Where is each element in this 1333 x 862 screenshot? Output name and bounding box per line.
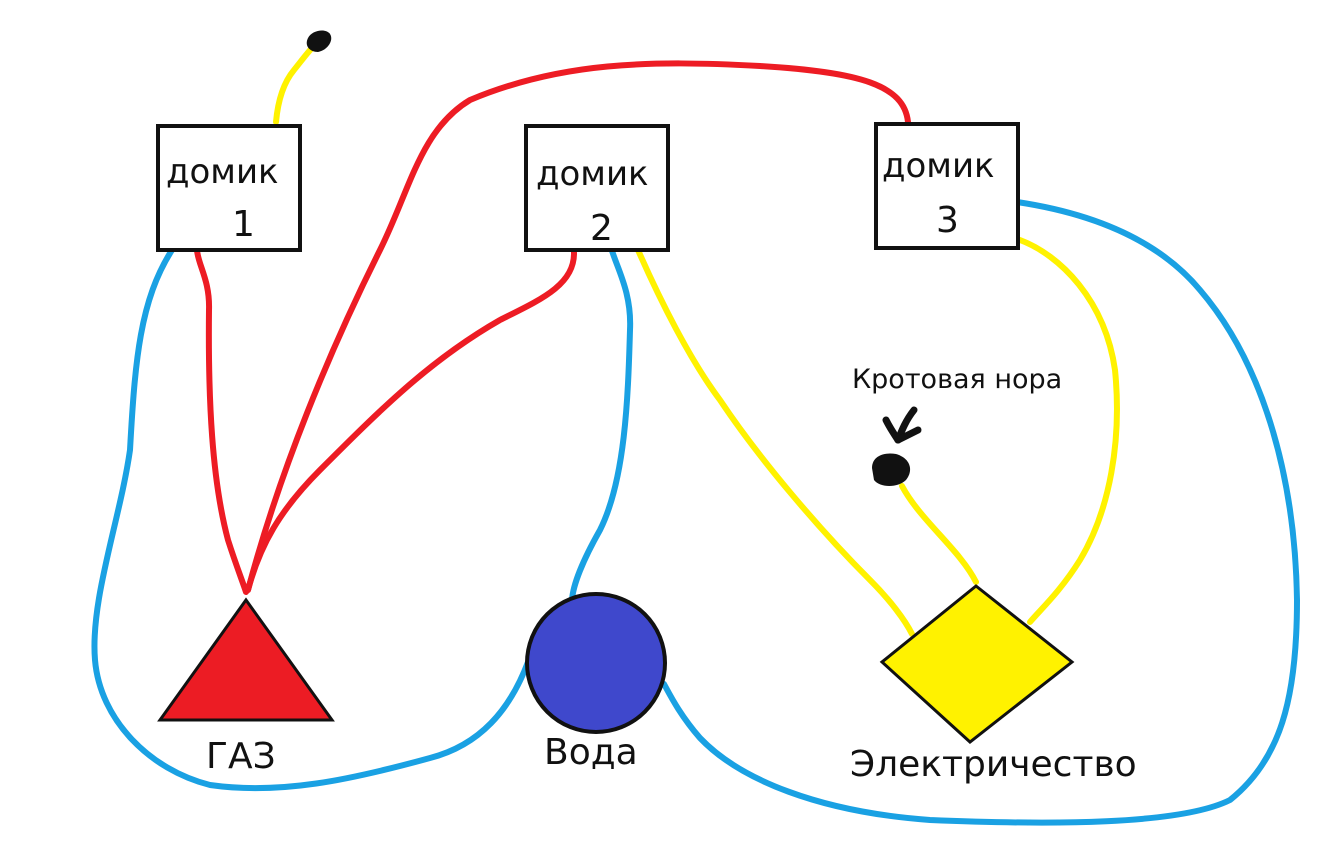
electricity-wire-house1-top — [273, 45, 315, 125]
gas-triangle — [157, 597, 335, 722]
electricity-wire-house3 — [1017, 237, 1120, 625]
gas-label: ГАЗ — [206, 736, 276, 777]
house-2-number: 2 — [590, 208, 613, 249]
house-2-word: домик — [536, 154, 649, 194]
electricity-wire-house2 — [635, 247, 915, 637]
wormhole-label: Кротовая нора — [852, 364, 1063, 395]
wormhole-blob — [872, 453, 911, 486]
house-1-word: домик — [166, 152, 279, 192]
house-2: домик 2 — [524, 124, 670, 252]
wormhole-top-blob — [306, 30, 332, 52]
electricity-label: Электричество — [850, 744, 1137, 785]
arrow-icon — [882, 406, 922, 444]
water-wire-house2 — [569, 241, 634, 603]
house-1-number: 1 — [232, 204, 255, 245]
wormhole-marks — [306, 30, 922, 486]
electricity-wire-wormhole — [899, 483, 979, 585]
house-3-word: домик — [882, 146, 995, 186]
house-1: домик 1 — [156, 124, 302, 252]
house-3: домик 3 — [874, 122, 1020, 250]
electricity-diamond — [879, 584, 1075, 744]
water-wire-house1 — [91, 247, 531, 792]
water-label: Вода — [544, 732, 638, 773]
gas-wire-house1 — [194, 247, 249, 595]
water-circle — [525, 592, 667, 734]
house-3-number: 3 — [936, 200, 959, 241]
gas-wire-house3 — [245, 60, 911, 593]
water-wire-house3 — [661, 199, 1300, 826]
gas-wire-house2 — [245, 249, 578, 593]
